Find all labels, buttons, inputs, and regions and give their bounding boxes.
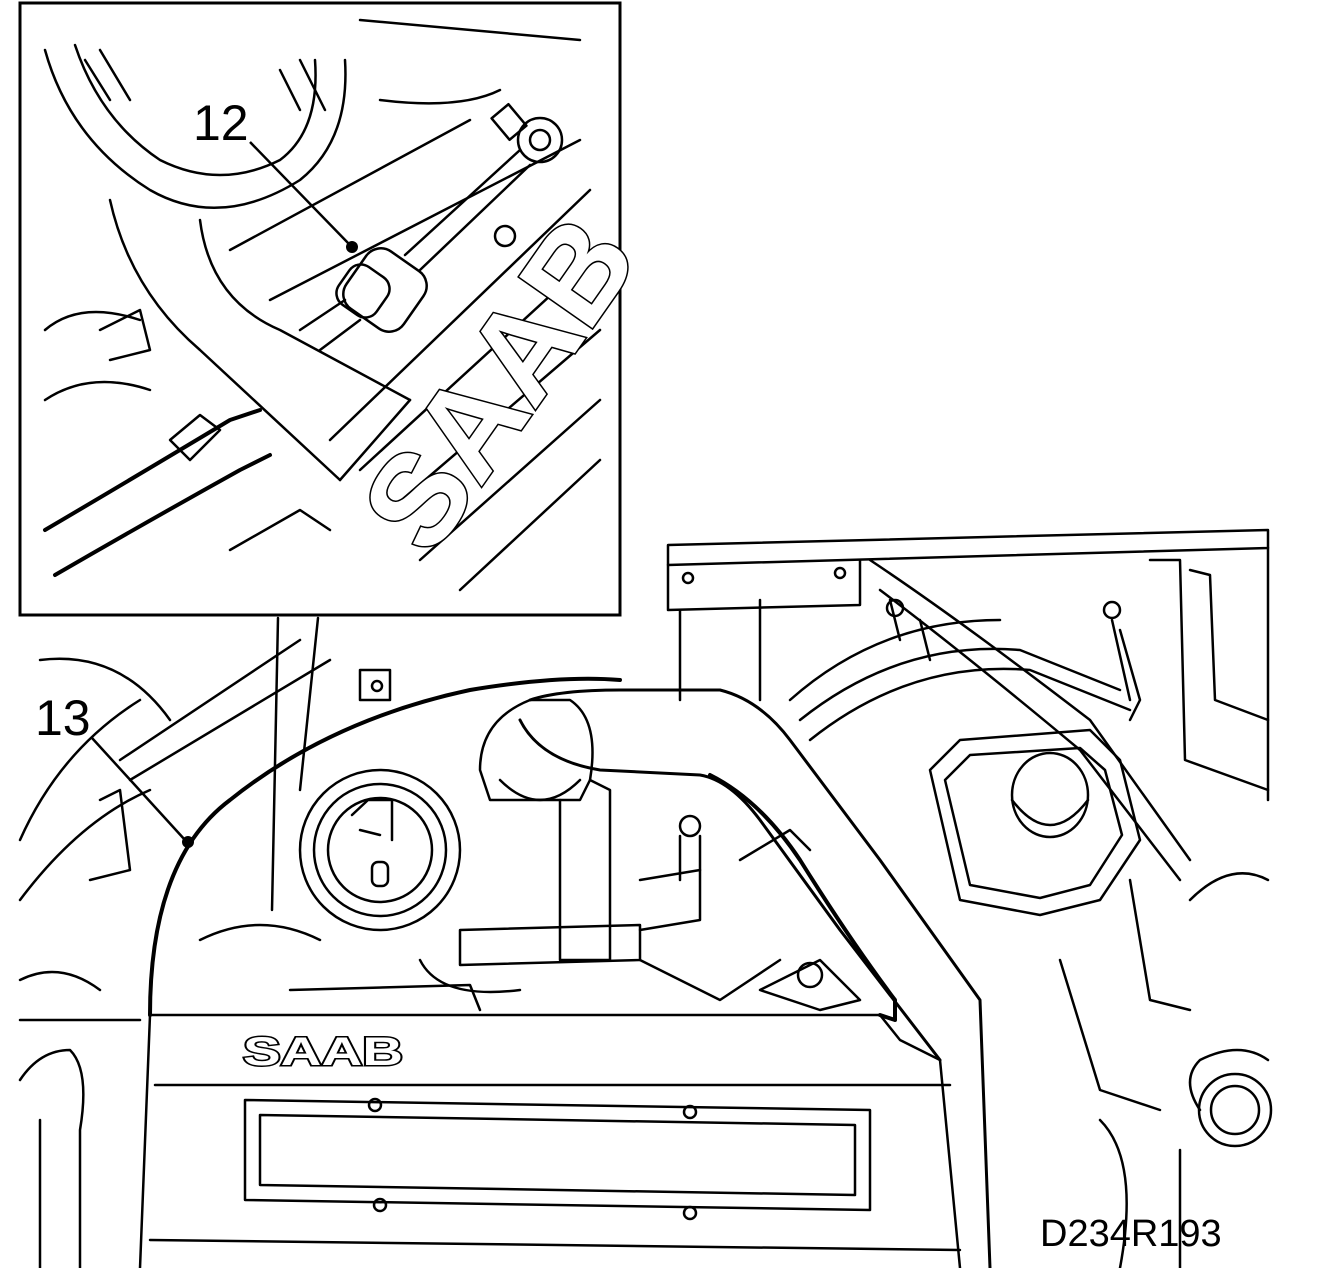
figure-id: D234R193 bbox=[1040, 1213, 1222, 1255]
callout-12-number: 12 bbox=[193, 95, 249, 151]
vacuum-hose bbox=[148, 676, 897, 1022]
bulkhead-frame bbox=[666, 528, 1270, 802]
wiring-harness bbox=[788, 558, 1192, 882]
intake-hose bbox=[518, 688, 992, 1268]
engine-cover-brand-lettering: SAAB bbox=[243, 1030, 403, 1074]
callout-13: 13 bbox=[35, 690, 194, 848]
detail-inset: SAAB bbox=[18, 1, 666, 617]
center-details bbox=[198, 668, 862, 1012]
left-fender bbox=[18, 638, 332, 1268]
brake-fluid-reservoir bbox=[928, 728, 1142, 917]
right-components bbox=[1058, 872, 1273, 1268]
callout-13-number: 13 bbox=[35, 690, 91, 746]
engine-view bbox=[18, 528, 1273, 1268]
valve-cover bbox=[138, 1013, 962, 1268]
oil-filler-cap bbox=[298, 768, 462, 932]
callout-12: 12 bbox=[193, 95, 358, 253]
inset-pointer-lines bbox=[270, 616, 320, 912]
